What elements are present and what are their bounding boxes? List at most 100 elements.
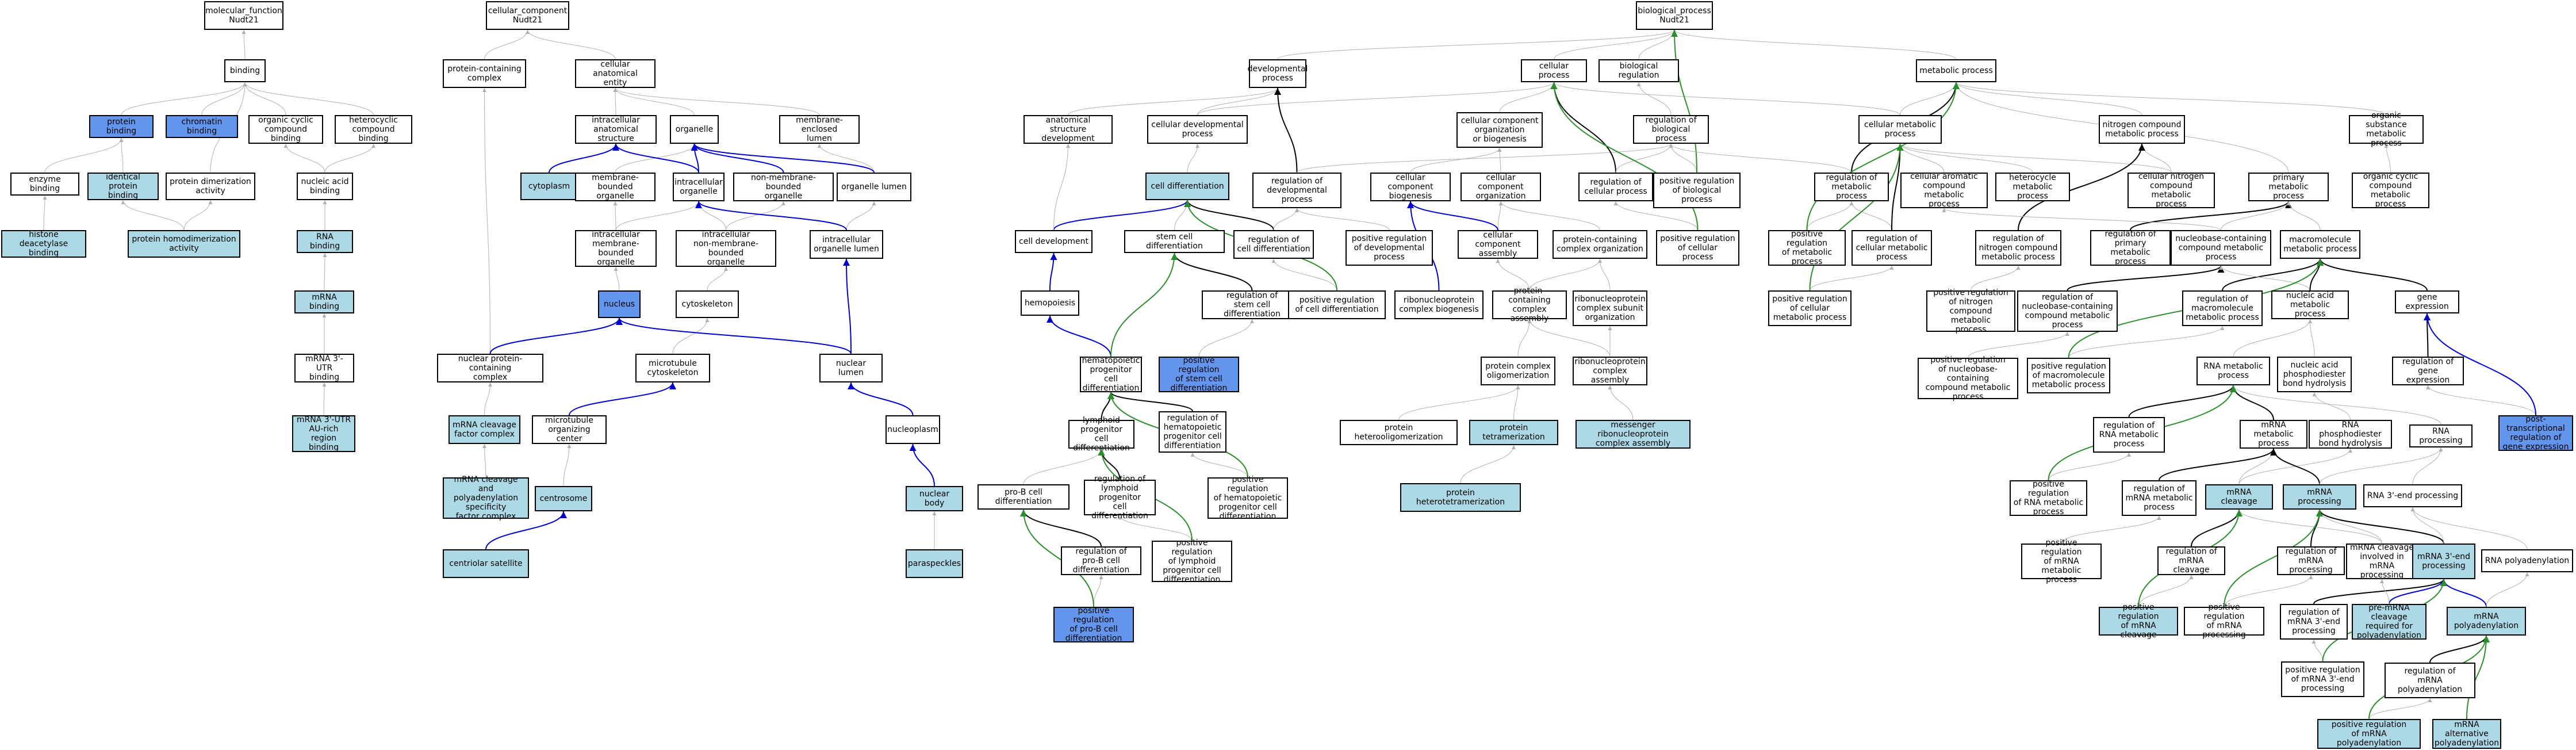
go-term-node-cco[interactable]: cellular component organization <box>1460 173 1541 201</box>
go-term-node-rmclv[interactable]: regulation of mRNA cleavage <box>2157 546 2225 575</box>
go-term-node-scd[interactable]: stem cell differentiation <box>1124 230 1225 253</box>
go-term-node-ncmp[interactable]: nitrogen compound metabolic process <box>2099 115 2185 144</box>
go-term-node-org[interactable]: organelle <box>670 115 719 144</box>
go-term-node-rncmp[interactable]: regulation of nitrogen compound metaboli… <box>1975 230 2061 266</box>
go-term-node-prpbcd[interactable]: positive regulation of pro-B cell differ… <box>1053 606 1134 643</box>
go-term-node-rcp[interactable]: regulation of cellular process <box>1578 173 1653 201</box>
go-term-node-chrom[interactable]: chromatin binding <box>166 115 238 138</box>
go-term-node-nlum[interactable]: nuclear lumen <box>819 354 883 382</box>
go-term-node-pbcd[interactable]: pro-B cell differentiation <box>977 484 1070 510</box>
go-term-node-hpcd[interactable]: hematopoietic progenitor cell differenti… <box>1080 356 1142 393</box>
go-term-node-rmmp[interactable]: regulation of macromolecule metabolic pr… <box>2182 290 2263 326</box>
go-term-node-hetb[interactable]: heterocyclic compound binding <box>335 115 412 144</box>
go-term-node-rpoly[interactable]: RNA polyadenylation <box>2481 549 2573 572</box>
go-term-node-mbo[interactable]: membrane-bounded organelle <box>575 173 656 201</box>
go-term-node-malt[interactable]: mRNA alternative polyadenylation <box>2432 719 2501 749</box>
go-term-node-idp[interactable]: identical protein binding <box>87 173 159 200</box>
go-term-node-rlpcd[interactable]: regulation of lymphoid progenitor cell d… <box>1084 475 1156 521</box>
go-term-node-nbcmp[interactable]: nucleobase-containing compound metabolic… <box>2171 230 2271 266</box>
go-term-node-cdp[interactable]: cellular developmental process <box>1147 115 1248 144</box>
go-term-node-ocyc[interactable]: organic cyclic compound binding <box>248 115 323 144</box>
go-term-node-prnbcmp[interactable]: positive regulation of nucleobase-contai… <box>1918 355 2018 401</box>
go-term-node-hpoi[interactable]: hemopoiesis <box>1021 290 1079 316</box>
go-term-node-m3ep[interactable]: mRNA 3'-end processing <box>2412 544 2475 579</box>
go-term-node-phom[interactable]: protein homodimerization activity <box>128 230 240 258</box>
go-term-node-mf[interactable]: molecular_function Nudt21 <box>204 1 283 30</box>
go-term-node-napbh[interactable]: nucleic acid phosphodiester bond hydroly… <box>2277 357 2352 392</box>
go-term-node-m3au[interactable]: mRNA 3'-UTR AU-rich region binding <box>292 415 355 452</box>
go-term-node-bp[interactable]: biological_process Nudt21 <box>1636 1 1713 30</box>
go-term-node-pspk[interactable]: paraspeckles <box>906 549 963 578</box>
go-term-node-rcmp[interactable]: regulation of cellular metabolic process <box>1851 230 1932 266</box>
go-term-node-cysk[interactable]: cytoskeleton <box>676 290 739 318</box>
go-term-node-rpbcd[interactable]: regulation of pro-B cell differentiation <box>1061 546 1141 575</box>
go-term-node-cae[interactable]: cellular anatomical entity <box>575 59 656 88</box>
go-term-node-pco[interactable]: protein complex oligomerization <box>1481 357 1555 385</box>
go-term-node-mel[interactable]: membrane-enclosed lumen <box>779 115 860 144</box>
go-term-node-hdac[interactable]: histone deacetylase binding <box>1 230 86 258</box>
go-term-node-cyto[interactable]: cytoplasm <box>520 173 578 200</box>
go-term-node-enz[interactable]: enzyme binding <box>10 173 79 196</box>
go-term-node-ptrge[interactable]: post-transcriptional regulation of gene … <box>2498 415 2573 451</box>
go-term-node-ccb[interactable]: cellular component biogenesis <box>1370 173 1451 201</box>
go-term-node-prncmp[interactable]: positive regulation of nitrogen compound… <box>1926 288 2015 334</box>
go-term-node-prmpoly[interactable]: positive regulation of mRNA polyadenylat… <box>2317 719 2421 749</box>
go-term-node-rnaproc[interactable]: RNA processing <box>2409 424 2472 447</box>
go-term-node-ccasm[interactable]: cellular component assembly <box>1458 230 1538 259</box>
go-term-node-metp[interactable]: metabolic process <box>1916 59 1996 82</box>
go-term-node-rnab[interactable]: RNA binding <box>297 230 353 253</box>
go-term-node-imbo[interactable]: intracellular membrane-bounded organelle <box>575 230 657 267</box>
go-term-node-rmrnamp[interactable]: regulation of mRNA metabolic process <box>2122 480 2196 516</box>
go-term-node-mtoc[interactable]: microtubule organizing center <box>532 415 607 444</box>
go-term-node-rnpcb[interactable]: ribonucleoprotein complex biogenesis <box>1394 290 1483 319</box>
go-term-node-rge[interactable]: regulation of gene expression <box>2392 357 2464 385</box>
go-term-node-ptet[interactable]: protein tetramerization <box>1469 420 1558 445</box>
go-term-node-ptt[interactable]: protein heterotetramerization <box>1400 483 1521 512</box>
go-term-node-rnpcso[interactable]: ribonucleoprotein complex subunit organi… <box>1573 290 1647 326</box>
go-term-node-nmbo[interactable]: non-membrane-bounded organelle <box>733 173 834 201</box>
go-term-node-cc[interactable]: cellular_component Nudt21 <box>486 1 569 30</box>
go-term-node-prlpcd[interactable]: positive regulation of lymphoid progenit… <box>1152 538 1232 584</box>
go-term-node-cellp[interactable]: cellular process <box>1521 59 1587 82</box>
go-term-node-pdim[interactable]: protein dimerization activity <box>166 173 255 200</box>
go-term-node-mproc[interactable]: mRNA processing <box>2283 484 2356 510</box>
go-term-node-gexp[interactable]: gene expression <box>2395 290 2459 313</box>
go-term-node-rnapbh[interactable]: RNA phosphodiester bond hydrolysis <box>2309 420 2392 449</box>
go-term-node-cacmp[interactable]: cellular aromatic compound metabolic pro… <box>1900 172 1988 209</box>
go-term-node-prdp[interactable]: positive regulation of developmental pro… <box>1346 230 1433 266</box>
go-term-node-cdiff[interactable]: cell differentiation <box>1145 173 1229 200</box>
go-term-node-rbp[interactable]: regulation of biological process <box>1633 115 1709 144</box>
go-term-node-mrnamp[interactable]: mRNA metabolic process <box>2240 420 2307 449</box>
go-term-node-prbp[interactable]: positive regulation of biological proces… <box>1653 173 1741 208</box>
go-term-node-mcpsf[interactable]: mRNA cleavage and polyadenylation specif… <box>443 475 529 521</box>
go-term-node-nab[interactable]: nucleic acid binding <box>297 173 353 200</box>
go-term-node-rscd[interactable]: regulation of stem cell differentiation <box>1202 290 1302 319</box>
go-term-node-rhpcd[interactable]: regulation of hematopoietic progenitor c… <box>1159 411 1226 453</box>
go-term-node-prmmp[interactable]: positive regulation of macromolecule met… <box>2027 358 2110 393</box>
go-term-node-rnamp[interactable]: RNA metabolic process <box>2196 357 2270 385</box>
go-term-node-ias[interactable]: intracellular anatomical structure <box>575 115 657 144</box>
go-term-node-prmp[interactable]: positive regulation of metabolic process <box>1768 229 1846 266</box>
go-term-node-namp[interactable]: nucleic acid metabolic process <box>2271 290 2349 319</box>
go-term-node-mclv[interactable]: mRNA cleavage <box>2205 484 2273 510</box>
go-term-node-osmp[interactable]: organic substance metabolic process <box>2349 111 2424 148</box>
go-term-node-rdp[interactable]: regulation of developmental process <box>1252 173 1341 208</box>
go-term-node-devp[interactable]: developmental process <box>1248 59 1308 88</box>
go-term-node-npc[interactable]: nuclear protein-containing complex <box>437 354 543 382</box>
go-term-node-prcmp[interactable]: positive regulation of cellular metaboli… <box>1768 290 1851 326</box>
go-term-node-mcpoly[interactable]: mRNA cleavage involved in mRNA processin… <box>2346 543 2418 580</box>
go-term-node-pbind[interactable]: protein binding <box>89 115 154 138</box>
go-term-node-lpcd[interactable]: lymphoid progenitor cell differentiation <box>1068 416 1134 453</box>
go-term-node-cdev[interactable]: cell development <box>1015 230 1092 253</box>
go-term-node-nucl[interactable]: nucleus <box>598 290 641 318</box>
go-term-node-mtc[interactable]: microtubule cytoskeleton <box>635 354 710 382</box>
go-term-node-rmp[interactable]: regulation of metabolic process <box>1814 173 1889 201</box>
go-term-node-bind[interactable]: binding <box>224 59 266 82</box>
go-term-node-nplasm[interactable]: nucleoplasm <box>885 415 940 444</box>
go-term-node-io[interactable]: intracellular organelle <box>673 173 724 201</box>
go-term-node-asd[interactable]: anatomical structure development <box>1023 115 1113 144</box>
go-term-node-mrnab[interactable]: mRNA binding <box>294 290 354 313</box>
go-term-node-inmbo[interactable]: intracellular non-membrane-bounded organ… <box>676 230 776 267</box>
go-term-node-cmp[interactable]: cellular metabolic process <box>1858 115 1942 144</box>
go-term-node-occmp[interactable]: organic cyclic compound metabolic proces… <box>2352 172 2429 209</box>
